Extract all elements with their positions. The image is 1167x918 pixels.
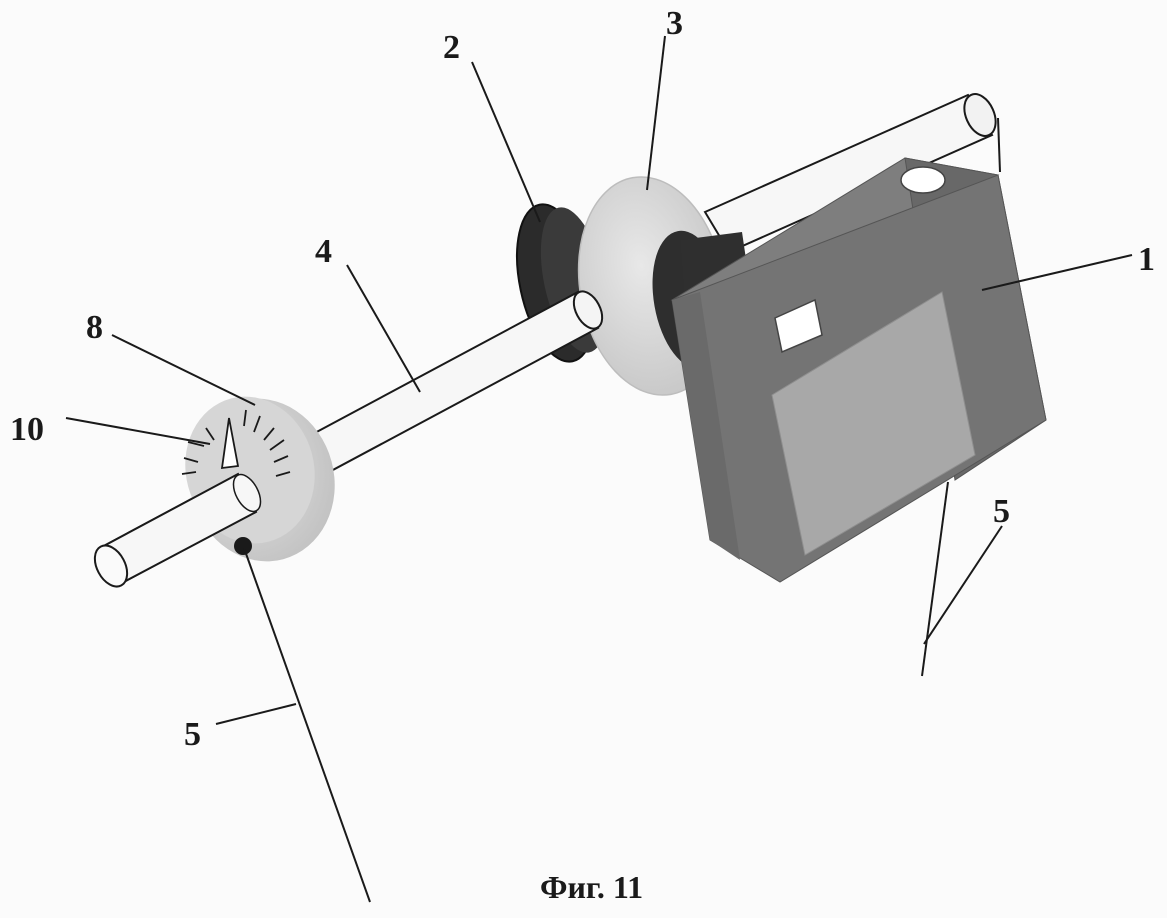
label-1: 1 [1138, 241, 1155, 278]
label-2: 2 [443, 29, 460, 66]
label-5-right: 5 [993, 493, 1010, 530]
label-5-left: 5 [184, 716, 201, 753]
label-3: 3 [666, 5, 683, 42]
label-8: 8 [86, 309, 103, 346]
figure-caption: Фиг. 11 [540, 869, 643, 905]
dial-8 [169, 382, 353, 578]
label-4: 4 [315, 233, 332, 270]
dial-dot [234, 537, 252, 555]
label-10: 10 [10, 411, 44, 448]
